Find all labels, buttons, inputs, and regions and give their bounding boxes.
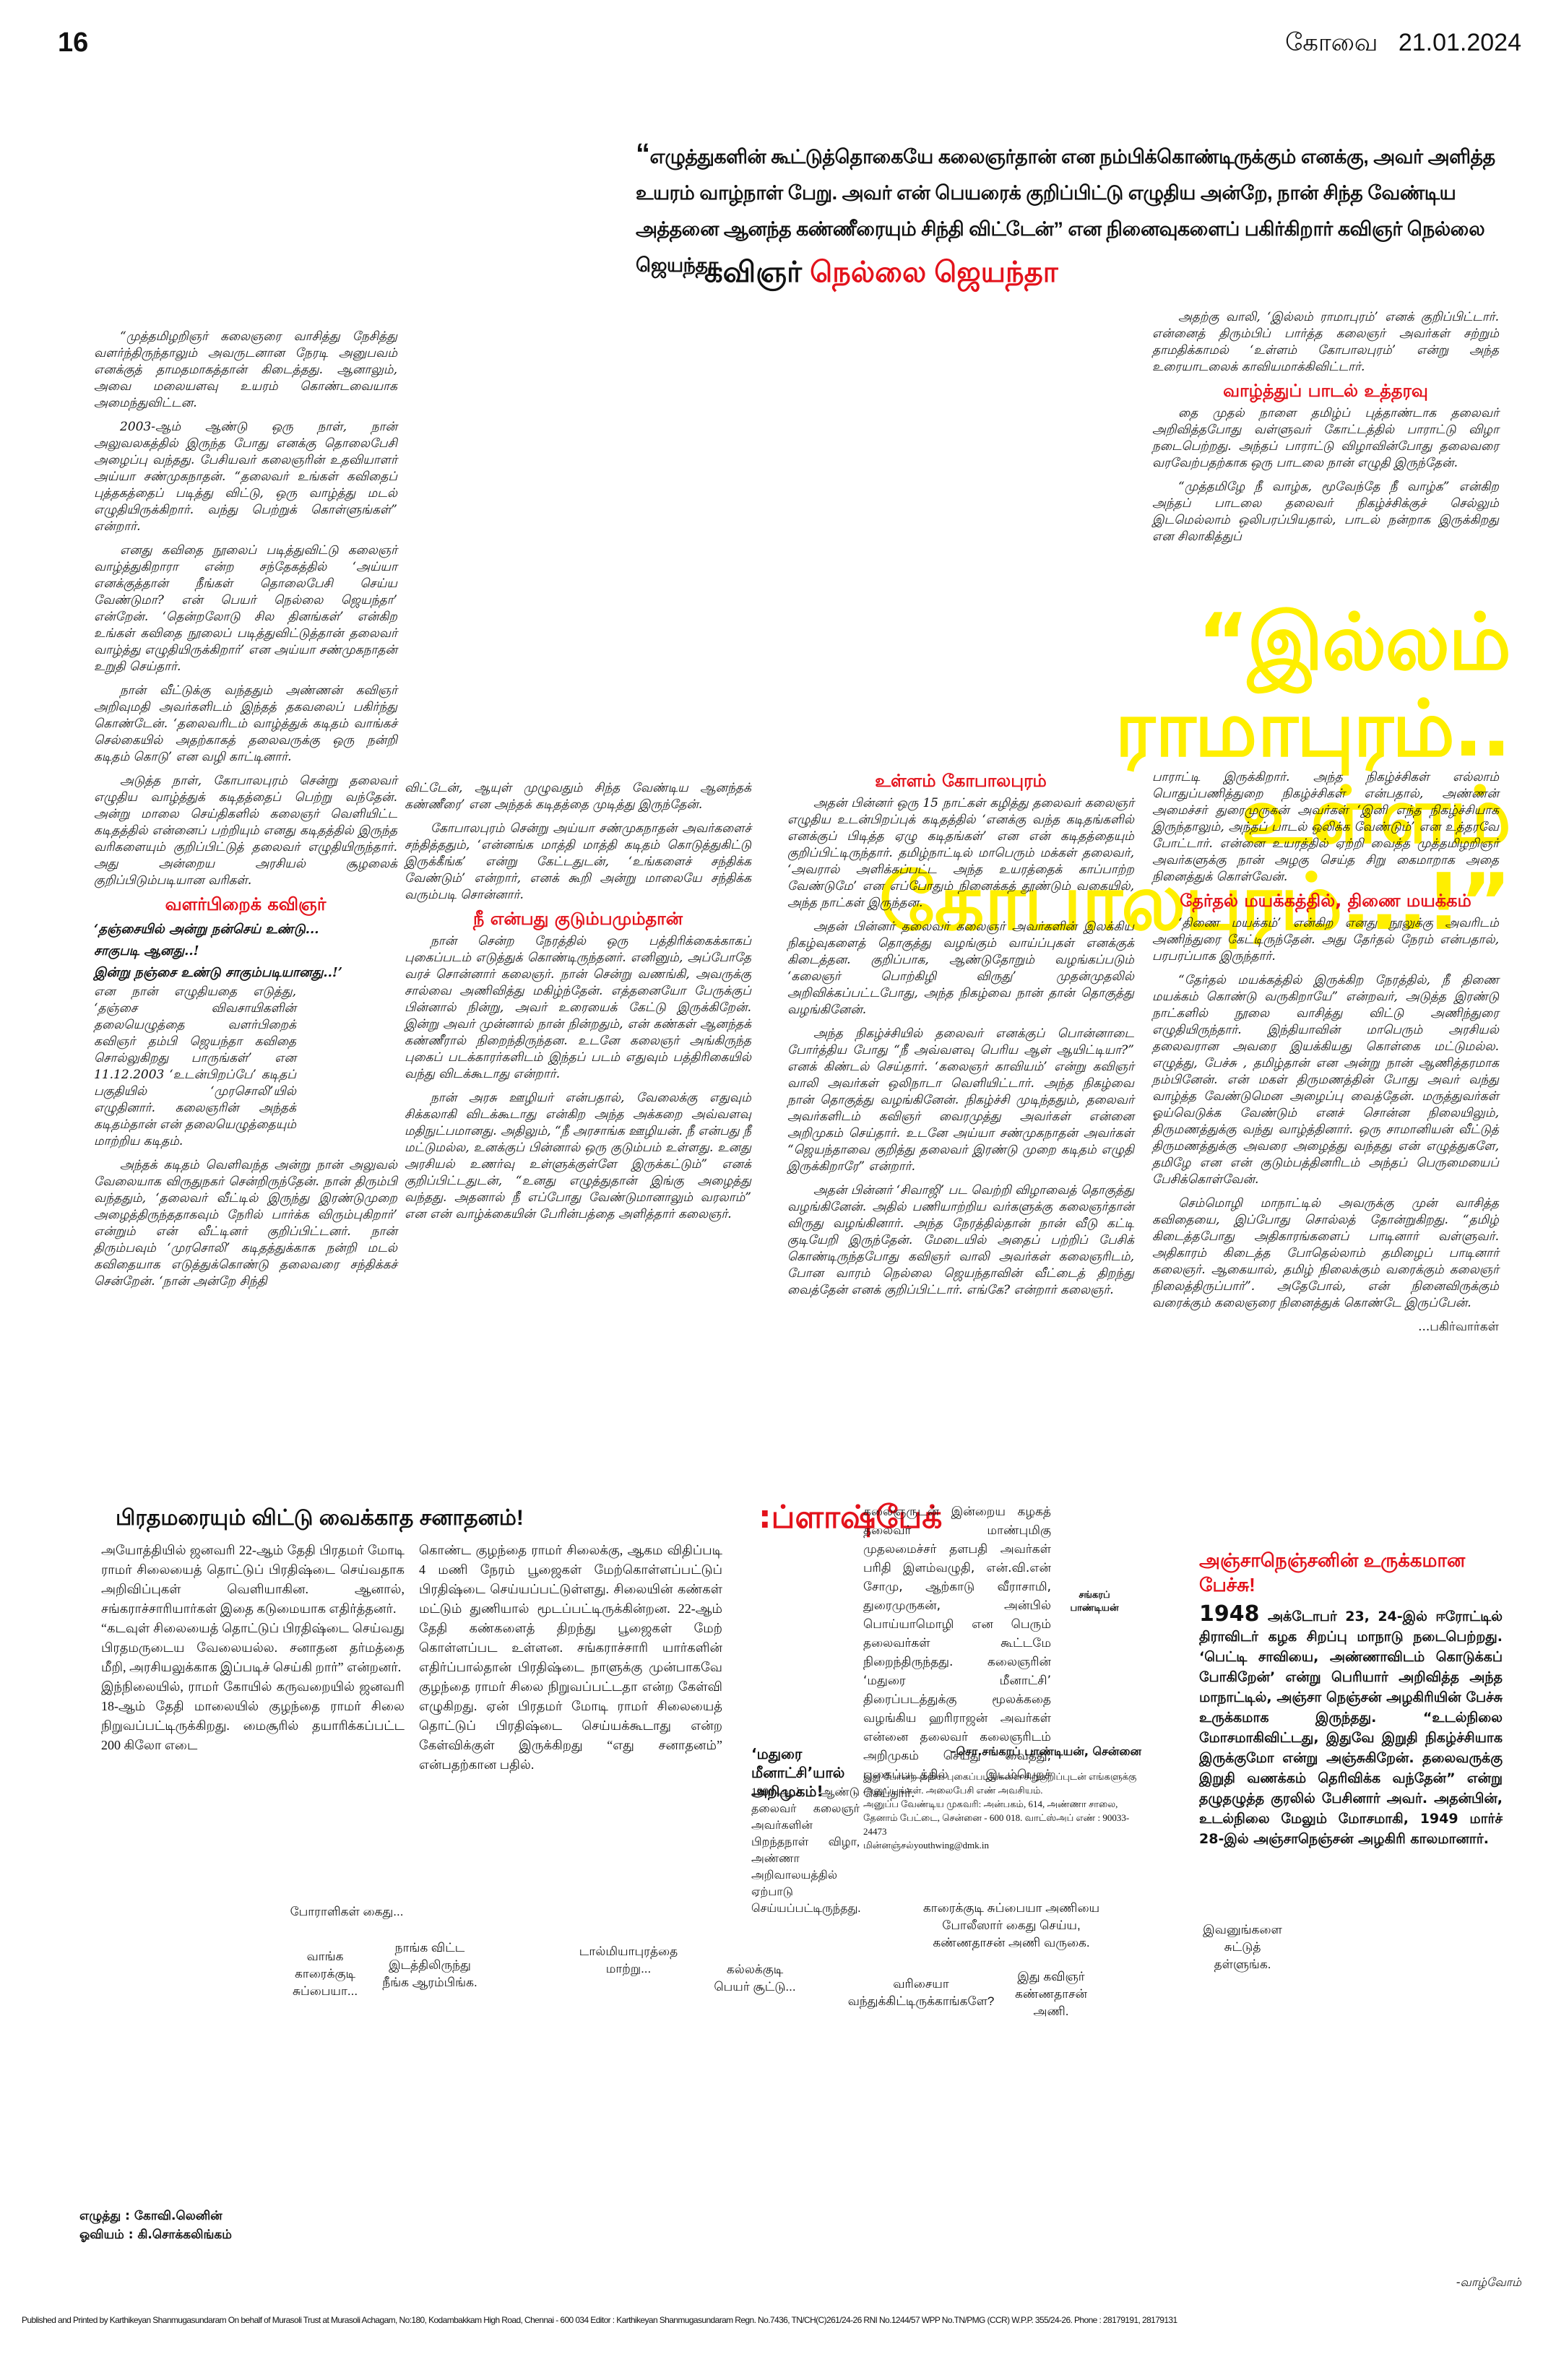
comic-credits: எழுத்து : கோவி.லெனின் ஓவியம் : கி.சொக்கல… (79, 2207, 232, 2244)
flashback-title: :ப்ளாஷ்பேக் (758, 1499, 943, 1536)
photo-caption: சங்கரப் பாண்டியன் (1070, 1590, 1119, 1614)
paragraph: அந்தக் கடிதம் வெளிவந்த அன்று நான் அலுவல்… (94, 1158, 397, 1289)
dateline: கோவை 21.01.2024 (1285, 29, 1521, 60)
paragraph: “தேர்தல் மயக்கத்தில் இருக்கிற நேரத்தில்,… (1152, 973, 1499, 1187)
standfirst: “எழுத்துகளின் கூட்டுத்தொகையே கலைஞர்தான் … (636, 136, 1503, 283)
headline-line-1: “இல்லம் ராமாபுரம்.. (1115, 597, 1511, 774)
headline: “இல்லம் ராமாபுரம்.. உள்ளம் கோபாலபுரம்...… (816, 597, 1511, 948)
paragraph: 2003-ஆம் ஆண்டு ஒரு நாள், நான் அலுவலகத்தி… (94, 420, 397, 534)
subheading: தேர்தல் மயக்கத்தில், திணை மயக்கம் (1180, 891, 1471, 911)
paragraph: அதன் பின்னர் தலைவர் கலைஞர் அவர்களின் இலக… (787, 919, 1134, 1017)
paragraph: “கடவுள் சிலையைத் தொட்டுப் பிரதிஷ்டை செய்… (101, 1621, 405, 1674)
box-column-b: கொண்ட குழந்தை ராமர் சிலைக்கு, ஆகம விதிப்… (419, 1543, 722, 1772)
anja-text: அக்டோபர் 23, 24-இல் ஈரோட்டில் திராவிடர் … (1199, 1609, 1503, 1847)
comic-caption: வரிசையா வந்துக்கிட்டிருக்காங்களே? (847, 1977, 995, 2008)
edition-name: கோவை (1285, 29, 1378, 56)
signoff: ...பகிர்வார்கள் (1418, 1320, 1499, 1334)
box-title: பிரதமரையும் விட்டு வைக்காத சனாதனம்! (116, 1506, 524, 1530)
headline-line-2: உள்ளம் கோபாலபுரம்...!” (878, 771, 1511, 948)
paragraph: அயோத்தியில் ஜனவரி 22-ஆம் தேதி பிரதமர் மோ… (101, 1543, 405, 1616)
byline-name: நெல்லை ஜெயந்தா (810, 256, 1058, 288)
comic-caption: இவனுங்களை சுட்டுத் தள்ளுங்க. (1203, 1923, 1282, 1971)
subheading: வளர்பிறைக் கவிஞர் (165, 894, 327, 914)
issue-date: 21.01.2024 (1398, 29, 1521, 56)
comic-caption: போராளிகள் கைது... (290, 1905, 404, 1918)
paragraph: “முத்தமிழே நீ வாழ்க, மூவேந்தே நீ வாழ்க” … (1152, 480, 1499, 544)
page-number: 16 (58, 27, 89, 58)
paragraph: தை முதல் நாளை தமிழ்ப் புத்தாண்டாக தலைவர்… (1152, 406, 1499, 470)
comic-caption: நாங்க விட்ட இடத்திலிருந்து நீங்க ஆரம்பிங… (382, 1941, 477, 1989)
standfirst-text: எழுத்துகளின் கூட்டுத்தொகையே கலைஞர்தான் எ… (636, 146, 1495, 276)
subheading: நீ என்பது குடும்பமும்தான் (473, 909, 683, 929)
paragraph: அந்த நிகழ்ச்சியில் தலைவர் எனக்குப் பொன்ன… (787, 1026, 1134, 1174)
flashback-body: கலைஞருடன் இன்றைய கழகத் தலைவர் மாண்புமிகு… (863, 1505, 1051, 1801)
paragraph: அதன் பின்னர் ஒரு 15 நாட்கள் கழித்து தலைவ… (787, 796, 1134, 910)
article-column-3: உள்ளம் கோபாலபுரம் அதன் பின்னர் ஒரு 15 நா… (787, 766, 1134, 1306)
paragraph: விட்டேன், ஆயுள் முழுவதும் சிந்த வேண்டிய … (405, 781, 751, 812)
comic-caption: டால்மியாபுரத்தை மாற்று... (579, 1944, 678, 1976)
open-quote: “ (636, 138, 650, 170)
paragraph: கோபாலபுரம் சென்று அய்யா சண்முகநாதன் அவர்… (405, 821, 751, 902)
comic-caption: வாங்க காரைக்குடி சுப்பையா... (292, 1950, 358, 1998)
box-column-a: அயோத்தியில் ஜனவரி 22-ஆம் தேதி பிரதமர் மோ… (101, 1541, 405, 1775)
writer-credit: எழுத்து : கோவி.லெனின் (79, 2209, 222, 2223)
anja-box: அஞ்சாநெஞ்சனின் உருக்கமான பேச்சு! 1948 அக… (1199, 1549, 1503, 1849)
article-column-2: விட்டேன், ஆயுள் முழுவதும் சிந்த வேண்டிய … (405, 780, 751, 1230)
comic-caption: கல்லக்குடி பெயர் சூட்டு... (714, 1963, 796, 1994)
submission-notice: இது போன்ற அரிய புகைப்படங்களை சிறுகுறிப்ப… (863, 1770, 1138, 1852)
print-imprint: Published and Printed by Karthikeyan Sha… (22, 2315, 1177, 2325)
subheading: உள்ளம் கோபாலபுரம் (875, 771, 1047, 791)
paragraph: அடுத்த நாள், கோபாலபுரம் சென்று தலைவர் எழ… (94, 774, 397, 888)
paragraph: செம்மொழி மாநாட்டில் அவருக்கு முன் வாசித்… (1152, 1196, 1499, 1310)
paragraph: “முத்தமிழறிஞர் கலைஞரை வாசித்து நேசித்து … (94, 329, 397, 410)
paragraph: என நான் எழுதியதை எடுத்து, ‘தஞ்சை விவசாயி… (94, 985, 296, 1148)
comic-caption: இது கவிஞர் கண்ணதாசன் அணி. (1015, 1970, 1087, 2018)
paragraph: பாராட்டி இருக்கிறார். அந்த நிகழ்ச்சிகள் … (1152, 770, 1499, 884)
subheading: வாழ்த்துப் பாடல் உத்தரவு (1223, 381, 1428, 401)
byline-prefix: கவிஞர் (704, 256, 802, 288)
paragraph: நான் வீட்டுக்கு வந்ததும் அண்ணன் கவிஞர் அ… (94, 683, 397, 764)
sanatanam-box: பிரதமரையும் விட்டு வைக்காத சனாதனம்! அயோத… (101, 1506, 722, 1775)
continued-note: -வாழ்வோம் (1456, 2275, 1521, 2289)
notice-line: இது போன்ற அரிய புகைப்படங்களை சிறுகுறிப்ப… (863, 1771, 1137, 1796)
anja-body: 1948 அக்டோபர் 23, 24-இல் ஈரோட்டில் திராவ… (1199, 1604, 1503, 1849)
poem-line: சாகுபடி ஆனது..! (94, 943, 199, 959)
flashback-photo (758, 1539, 852, 1726)
notice-line: அனுப்ப வேண்டிய முகவரி: அன்பகம், 614, அண்… (863, 1799, 1130, 1837)
artist-credit: ஓவியம் : கி.சொக்கலிங்கம் (79, 2228, 232, 2242)
anja-title: அஞ்சாநெஞ்சனின் உருக்கமான பேச்சு! (1199, 1549, 1466, 1596)
paragraph: அதற்கு வாலி, ‘இல்லம் ராமாபுரம்’ எனக் குற… (1152, 310, 1499, 374)
paragraph: அதன் பின்னர் ‘சிவாஜி’ பட வெற்றி விழாவைத்… (787, 1183, 1135, 1297)
poem-line: இன்று நஞ்சை உண்டு சாகும்படியானது..!’ (94, 965, 343, 980)
paragraph: நான் சென்ற நேரத்தில் ஒரு பத்திரிக்கைக்கா… (405, 934, 751, 1081)
flashback-credit: –சொ.சங்கரப் பாண்டியன், சென்னை (950, 1744, 1141, 1758)
poem-line: ‘தஞ்சையில் அன்று நன்செய் உண்டு... (94, 922, 319, 937)
anja-year: 1948 (1199, 1601, 1260, 1627)
comic-caption: காரைக்குடி சுப்பையா அணியை போலீஸார் கைது … (922, 1901, 1100, 1950)
paragraph: இந்நிலையில், ராமர் கோயில் கருவறையில் ஜனவ… (101, 1679, 405, 1752)
flashback-subtitle: ‘மதுரை மீனாட்சி’யால் அறிமுகம்! (751, 1745, 845, 1800)
flashback-intro: 1990-ஆம் ஆண்டு தலைவர் கலைஞர் அவர்களின் ப… (751, 1786, 861, 1915)
byline: கவிஞர் நெல்லை ஜெயந்தா (704, 256, 1058, 293)
article-column-4-bottom: பாராட்டி இருக்கிறார். அந்த நிகழ்ச்சிகள் … (1152, 769, 1499, 1336)
article-column-4-top: அதற்கு வாலி, ‘இல்லம் ராமாபுரம்’ எனக் குற… (1152, 309, 1499, 553)
email-link[interactable]: மின்னஞ்சல்youthwing@dmk.in (863, 1840, 990, 1851)
paragraph: ‘திணை மயக்கம்’ என்கிற எனது நூலுக்கு அவரி… (1152, 916, 1499, 964)
paragraph: எனது கவிதை நூலைப் படித்துவிட்டு கலைஞர் வ… (94, 543, 397, 674)
paragraph: நான் அரசு ஊழியர் என்பதால், வேலைக்கு எதுவ… (405, 1091, 751, 1221)
article-column-1: “முத்தமிழறிஞர் கலைஞரை வாசித்து நேசித்து … (94, 329, 397, 1297)
